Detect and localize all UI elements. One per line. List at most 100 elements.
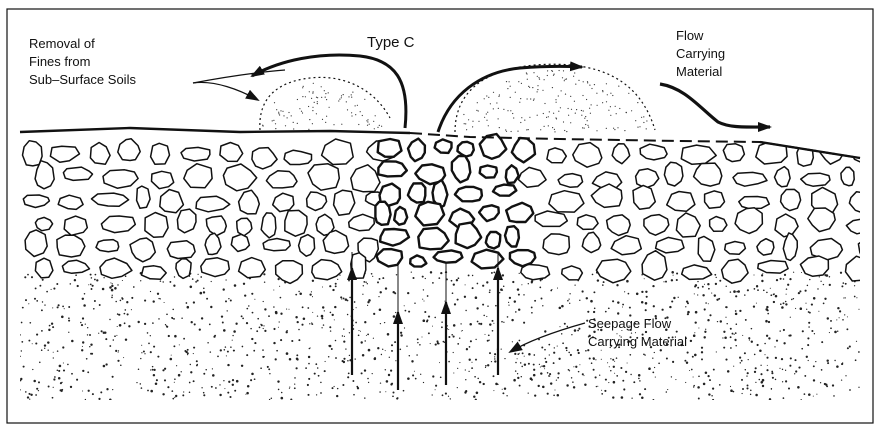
mound-grain: [554, 74, 555, 75]
soil-grain: [117, 326, 118, 327]
soil-grain: [75, 274, 77, 276]
soil-grain: [131, 297, 133, 299]
mound-grain: [478, 110, 479, 111]
soil-grain: [789, 365, 791, 367]
soil-grain: [262, 356, 264, 358]
soil-grain: [755, 394, 758, 397]
soil-grain: [343, 297, 345, 299]
soil-grain: [783, 342, 785, 344]
soil-grain: [829, 332, 830, 333]
soil-grain: [488, 334, 490, 336]
soil-grain: [524, 356, 525, 357]
soil-grain: [253, 350, 255, 352]
soil-grain: [138, 369, 140, 371]
soil-grain: [589, 357, 591, 359]
soil-grain: [181, 371, 182, 372]
soil-grain: [395, 312, 396, 313]
soil-grain: [486, 281, 488, 283]
soil-grain: [52, 326, 54, 328]
soil-grain: [608, 382, 609, 383]
gravel-stone: [380, 229, 409, 246]
gravel-stone: [607, 215, 631, 236]
soil-grain: [513, 379, 516, 382]
soil-grain: [212, 368, 213, 369]
soil-grain: [587, 311, 589, 313]
soil-grain: [775, 379, 777, 381]
mound-grain: [624, 130, 625, 131]
soil-grain: [809, 279, 810, 280]
soil-grain: [419, 344, 421, 346]
soil-grain: [152, 322, 154, 324]
mound-grain: [587, 81, 588, 82]
mound-grain: [278, 113, 279, 114]
gravel-stone: [664, 162, 683, 186]
soil-grain: [61, 382, 62, 383]
soil-grain: [701, 351, 703, 353]
soil-grain: [800, 307, 803, 310]
soil-grain: [242, 318, 244, 320]
soil-grain: [28, 393, 30, 395]
soil-grain: [779, 368, 780, 369]
soil-grain: [775, 295, 778, 298]
soil-grain: [150, 369, 151, 370]
mound-grain: [511, 131, 512, 132]
mound-grain: [559, 70, 560, 71]
soil-grain: [541, 298, 543, 300]
soil-grain: [109, 319, 110, 320]
soil-grain: [294, 387, 296, 389]
soil-grain: [814, 333, 815, 334]
soil-grain: [726, 323, 727, 324]
soil-grain: [533, 374, 536, 377]
soil-grain: [769, 398, 771, 400]
soil-grain: [582, 373, 584, 375]
soil-grain: [47, 349, 48, 350]
gravel-stone: [640, 144, 667, 160]
mound-grain: [554, 129, 555, 130]
soil-grain: [834, 331, 837, 334]
soil-grain: [263, 301, 264, 302]
soil-grain: [296, 367, 298, 369]
soil-grain: [584, 375, 585, 376]
soil-grain: [573, 386, 575, 388]
soil-grain: [148, 343, 150, 345]
soil-grain: [153, 346, 155, 348]
soil-grain: [53, 387, 54, 388]
soil-grain: [766, 306, 768, 308]
soil-grain: [571, 334, 572, 335]
soil-grain: [750, 394, 751, 395]
mound-grain: [278, 112, 279, 113]
soil-grain: [514, 353, 516, 355]
soil-grain: [770, 294, 772, 296]
soil-grain: [254, 342, 256, 344]
soil-grain: [471, 362, 472, 363]
mound-grain: [373, 121, 374, 122]
gravel-stone: [167, 241, 195, 259]
soil-grain: [709, 379, 711, 381]
soil-grain: [785, 370, 786, 371]
soil-grain: [807, 344, 809, 346]
soil-grain: [168, 335, 170, 337]
mound-grain: [513, 117, 514, 118]
soil-grain: [839, 310, 841, 312]
soil-grain: [465, 379, 466, 380]
soil-grain: [715, 283, 717, 285]
soil-grain: [500, 288, 503, 291]
soil-grain: [412, 374, 414, 376]
mound-grain: [341, 97, 342, 98]
soil-grain: [114, 335, 116, 337]
gravel-stone: [710, 217, 727, 232]
soil-grain: [557, 346, 558, 347]
flow-label-line3: Material: [676, 64, 722, 79]
soil-grain: [233, 350, 235, 352]
soil-grain: [91, 277, 93, 279]
soil-grain: [393, 315, 396, 318]
soil-grain: [341, 299, 342, 300]
soil-grain: [331, 348, 333, 350]
soil-grain: [855, 359, 857, 361]
soil-grain: [666, 391, 668, 393]
soil-grain: [153, 374, 155, 376]
soil-grain: [453, 336, 455, 338]
soil-grain: [747, 289, 749, 291]
mound-grain: [628, 93, 629, 94]
mound-grain: [374, 128, 375, 129]
